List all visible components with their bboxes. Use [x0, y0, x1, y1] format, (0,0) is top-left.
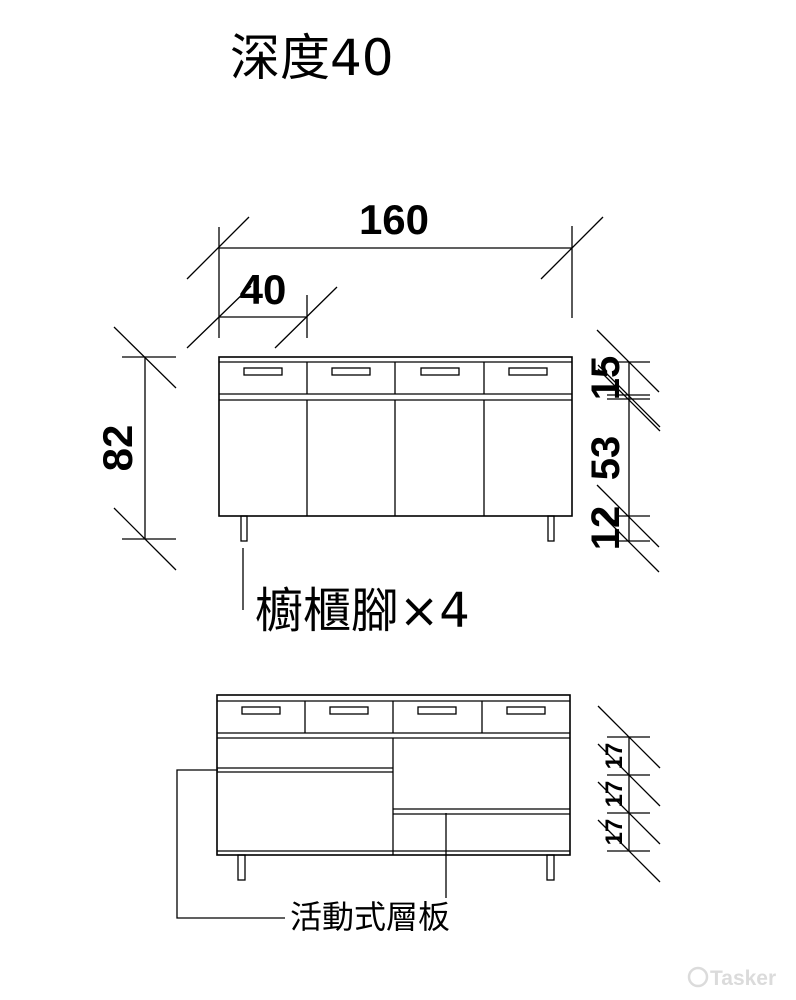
- drawer-handle: [420, 367, 460, 376]
- width-dimension-160: 160: [186, 196, 604, 338]
- door-height-label: 53: [584, 436, 628, 481]
- shelf-spacing-label: 17: [601, 743, 628, 770]
- interior-cabinet: [216, 694, 571, 881]
- leg-height-label: 12: [584, 506, 628, 551]
- watermark-text: Tasker: [710, 967, 776, 990]
- cabinet-leg: [547, 515, 555, 542]
- shelf-spacing-dimension: 17 17 17: [597, 705, 661, 883]
- depth-title: 深度40: [230, 29, 394, 87]
- shelf-spacing-label: 17: [601, 781, 628, 808]
- height-total-label: 82: [94, 425, 141, 472]
- shelf-spacing-label: 17: [601, 819, 628, 846]
- drawer-handle: [508, 367, 548, 376]
- height-dimension-82: 82: [94, 326, 177, 571]
- height-breakdown-dimension: 15 53 12: [584, 329, 661, 573]
- drawer-height-label: 15: [584, 356, 628, 401]
- front-cabinet: [218, 356, 573, 542]
- width-unit-label: 40: [240, 266, 287, 313]
- drawer-handle: [331, 367, 371, 376]
- drawer-handle: [243, 367, 283, 376]
- width-total-label: 160: [359, 196, 429, 243]
- cabinet-leg: [240, 515, 248, 542]
- shelf-label: 活動式層板: [290, 898, 450, 936]
- tasker-logo: Tasker: [687, 966, 776, 990]
- leg-label: 櫥櫃腳×4: [255, 583, 470, 639]
- width-dimension-40: 40: [186, 266, 338, 349]
